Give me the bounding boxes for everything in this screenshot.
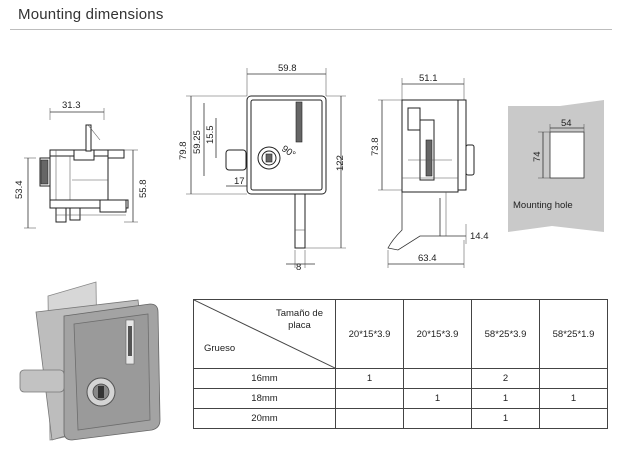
table-cell [335, 388, 404, 409]
table-row: 18mm 1 1 1 [193, 388, 608, 409]
row-label: 18mm [193, 388, 336, 409]
front-bottom-offset-label: 17 [234, 176, 245, 187]
table-cell [335, 408, 404, 429]
side-height-right-label: 55.8 [138, 180, 149, 199]
table-cell [403, 368, 472, 389]
column-header: 58*25*3.9 [471, 299, 540, 369]
row-label: 16mm [193, 368, 336, 389]
rear-lip-label: 14.4 [470, 231, 489, 242]
table-cell [539, 408, 608, 429]
table-cell [539, 368, 608, 389]
side-view: 31.3 53.4 55.8 [14, 100, 149, 229]
front-view: 59.8 79.8 59.25 15.5 17 122 8 90° [178, 63, 346, 273]
mounting-hole-diagram: 54 74 Mounting hole [508, 100, 604, 232]
rear-depth-label: 63.4 [418, 253, 437, 264]
table-row: 16mm 1 2 [193, 368, 608, 389]
rear-height-label: 73.8 [370, 138, 381, 157]
hole-height-label: 74 [532, 151, 543, 162]
column-header: 20*15*3.9 [403, 299, 472, 369]
table-header-row: Tamaño de placa Grueso 20*15*3.9 20*15*3… [193, 299, 608, 369]
title-divider [10, 29, 612, 30]
mounting-hole-cutout [549, 131, 585, 179]
row-label: 20mm [193, 408, 336, 429]
front-stem-width-label: 8 [296, 262, 301, 273]
front-height-inner-label: 59.25 [192, 130, 203, 154]
mounting-hole-label: Mounting hole [513, 200, 573, 211]
front-total-height-label: 122 [335, 155, 346, 171]
table-cell: 1 [335, 368, 404, 389]
header-thickness: Grueso [204, 343, 236, 354]
column-header: 58*25*1.9 [539, 299, 608, 369]
front-width-label: 59.8 [278, 63, 297, 74]
table-cell: 2 [471, 368, 540, 389]
rear-view: 51.1 73.8 63.4 14.4 [370, 73, 489, 268]
header-plate-size-line1: Tamaño de [275, 308, 323, 319]
header-plate-size-line2: placa [288, 320, 311, 331]
rear-width-label: 51.1 [419, 73, 438, 84]
front-key-offset-label: 15.5 [205, 126, 216, 145]
table-cell: 1 [471, 388, 540, 409]
table-corner-header: Tamaño de placa Grueso [193, 299, 336, 369]
table-cell: 1 [471, 408, 540, 429]
header-diagonal [194, 300, 335, 368]
table-cell [403, 408, 472, 429]
table-row: 20mm 1 [193, 408, 608, 429]
product-render-image [19, 281, 161, 441]
side-width-label: 31.3 [62, 100, 81, 111]
side-height-left-label: 53.4 [14, 181, 25, 200]
header-plate-size: Tamaño de placa [276, 308, 323, 332]
front-height-outer-label: 79.8 [178, 142, 189, 161]
table-cell: 1 [539, 388, 608, 409]
hole-width-label: 54 [561, 118, 572, 129]
page-title: Mounting dimensions [18, 6, 164, 23]
compatibility-table: Tamaño de placa Grueso 20*15*3.9 20*15*3… [193, 299, 608, 429]
table-cell: 1 [403, 388, 472, 409]
column-header: 20*15*3.9 [335, 299, 404, 369]
